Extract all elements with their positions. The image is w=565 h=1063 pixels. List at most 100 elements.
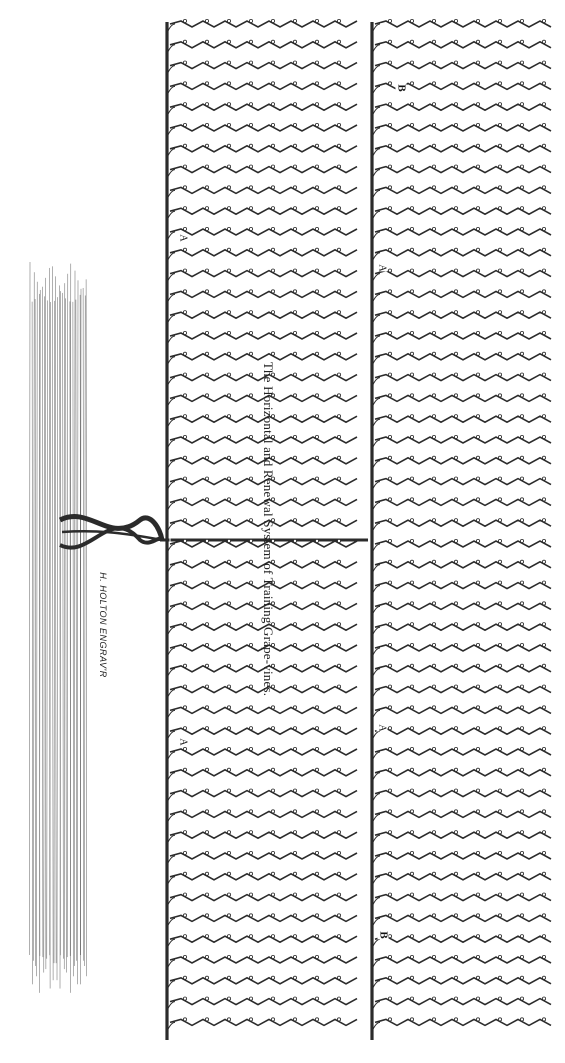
bud [315,331,318,334]
cane [375,520,551,526]
bud [454,602,457,605]
bud [205,19,208,22]
bud [432,706,435,709]
bud [520,623,523,626]
bud [542,664,545,667]
marker-b: B [396,83,407,92]
cane [170,770,357,776]
bud [337,851,340,854]
bud [388,352,391,355]
bud [432,331,435,334]
bud [432,165,435,168]
bud [410,727,413,730]
bud [432,831,435,834]
bud [498,539,501,542]
bud [293,747,296,750]
bud [271,727,274,730]
bud [520,269,523,272]
bud [249,768,252,771]
bud [542,810,545,813]
bud [205,227,208,230]
bud [520,810,523,813]
bud [249,893,252,896]
bud [520,914,523,917]
bud [476,61,479,64]
bud [183,290,186,293]
bud [337,727,340,730]
bud [476,415,479,418]
bud [388,789,391,792]
cane [375,458,551,464]
bud [410,602,413,605]
bud [498,643,501,646]
bud [520,1018,523,1021]
bud [432,935,435,938]
bud [432,602,435,605]
bud [183,477,186,480]
bud [454,768,457,771]
bud [293,519,296,522]
bud [337,581,340,584]
bud [388,685,391,688]
bud [410,560,413,563]
bud [498,997,501,1000]
bud [410,747,413,750]
bud [454,311,457,314]
bud [388,373,391,376]
bud [542,581,545,584]
bud [476,643,479,646]
bud [337,997,340,1000]
cane [375,895,551,901]
bud [476,664,479,667]
bud [454,789,457,792]
trunk-stem [62,531,162,540]
bud [183,103,186,106]
bud [476,435,479,438]
bud [205,207,208,210]
bud [205,831,208,834]
bud [476,685,479,688]
bud [410,61,413,64]
bud [498,872,501,875]
bud [205,747,208,750]
bud [410,186,413,189]
bud [227,61,230,64]
cane [170,853,357,859]
bud [410,831,413,834]
marker-b: B [378,930,389,939]
bud [227,165,230,168]
bud [388,955,391,958]
ground-stroke [57,297,58,980]
bud [432,290,435,293]
bud [271,248,274,251]
bud [520,82,523,85]
bud [249,914,252,917]
bud [454,227,457,230]
bud [542,685,545,688]
bud [476,144,479,147]
bud [498,581,501,584]
bud [249,311,252,314]
bud [498,331,501,334]
bud [432,435,435,438]
bud [271,227,274,230]
bud [432,40,435,43]
bud [388,1018,391,1021]
bud [498,435,501,438]
bud [498,352,501,355]
bud [498,207,501,210]
bud [337,165,340,168]
cane [170,999,357,1005]
ground-stroke [77,280,78,984]
bud [293,415,296,418]
bud [410,227,413,230]
bud [520,893,523,896]
bud [205,331,208,334]
cane [170,208,357,214]
bud [205,664,208,667]
bud [293,477,296,480]
bud [476,394,479,397]
bud [249,144,252,147]
bud [227,643,230,646]
bud [293,602,296,605]
